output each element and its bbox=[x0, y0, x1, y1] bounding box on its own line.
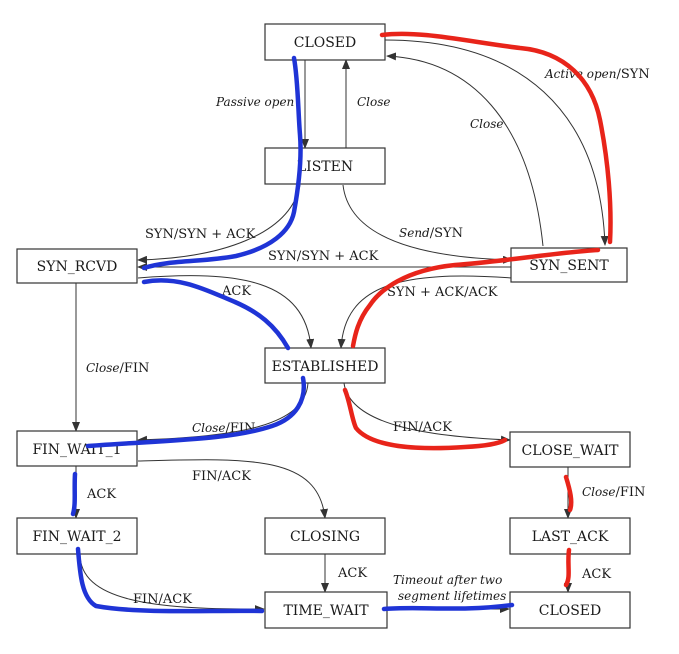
label-ack-synrcvd: ACK bbox=[221, 284, 251, 299]
edge-listen-to-synsent bbox=[342, 184, 513, 264]
edge-finwait1-to-closing bbox=[137, 459, 328, 519]
blue-stroke-finwait2-to-timewait bbox=[75, 546, 265, 614]
label-syn-synack-synsent: SYN/SYN + ACK bbox=[268, 249, 379, 264]
red-stroke-lastack-to-closed bbox=[563, 547, 572, 588]
label-close-synsent: Close bbox=[470, 117, 504, 131]
state-time-wait: TIME_WAIT bbox=[264, 591, 388, 629]
edge-closed-to-synsent bbox=[384, 39, 609, 246]
client-path-highlight bbox=[70, 55, 515, 614]
state-boxes: CLOSED LISTEN SYN_RCVD SYN_SENT ESTABLIS… bbox=[16, 23, 631, 629]
blue-stroke-established-to-finwait1 bbox=[85, 375, 307, 449]
state-listen-label: LISTEN bbox=[297, 159, 353, 175]
label-close-fin-est-em: Close bbox=[192, 421, 226, 435]
label-close-fin-synrcvd-em: Close bbox=[86, 361, 120, 375]
server-path-highlight bbox=[342, 31, 613, 588]
state-close-wait-label: CLOSE_WAIT bbox=[522, 443, 620, 459]
red-stroke-closed-to-synsent bbox=[379, 31, 613, 245]
label-syn-synack-listen: SYN/SYN + ACK bbox=[145, 227, 256, 242]
label-passive-open: Passive open bbox=[215, 95, 294, 109]
state-closed-top-label: CLOSED bbox=[294, 35, 357, 51]
label-fin-ack-finwait1: FIN/ACK bbox=[192, 469, 251, 484]
label-timeout-line2: segment lifetimes bbox=[398, 589, 506, 603]
label-fin-ack-finwait2: FIN/ACK bbox=[133, 592, 192, 607]
label-close-fin-synrcvd-rest: /FIN bbox=[120, 361, 150, 376]
label-ack-lastack: ACK bbox=[581, 567, 611, 582]
label-ack-finwait1: ACK bbox=[86, 487, 116, 502]
label-ack-closing: ACK bbox=[337, 566, 367, 581]
state-close-wait: CLOSE_WAIT bbox=[509, 431, 631, 468]
state-fin-wait-1: FIN_WAIT_1 bbox=[16, 430, 138, 467]
label-timeout-line1: Timeout after two bbox=[393, 573, 502, 587]
edge-synsent-to-closed bbox=[386, 52, 544, 247]
state-closed-bottom: CLOSED bbox=[509, 591, 631, 629]
state-time-wait-label: TIME_WAIT bbox=[283, 603, 369, 619]
label-close-fin-synrcvd: Close/FIN bbox=[86, 361, 149, 376]
state-closed-top: CLOSED bbox=[264, 23, 386, 61]
state-syn-sent-label: SYN_SENT bbox=[529, 258, 609, 274]
label-send-syn: Send/SYN bbox=[399, 226, 463, 241]
label-close-fin-closewait: Close/FIN bbox=[582, 485, 645, 500]
label-close-listen: Close bbox=[357, 95, 391, 109]
state-syn-rcvd: SYN_RCVD bbox=[16, 248, 138, 284]
state-closed-bottom-label: CLOSED bbox=[539, 603, 602, 619]
label-close-fin-closewait-rest: /FIN bbox=[616, 485, 646, 500]
edge-labels: Passive open Close Close Active open/SYN… bbox=[86, 67, 650, 607]
blue-stroke-closed-to-synrcvd bbox=[141, 55, 303, 271]
label-active-open: Active open/SYN bbox=[544, 67, 650, 82]
state-closing-label: CLOSING bbox=[290, 529, 360, 545]
red-stroke-synsent-to-established bbox=[350, 247, 601, 349]
label-send-em: Send bbox=[399, 226, 430, 240]
red-stroke-closewait-to-lastack bbox=[563, 474, 574, 513]
label-fin-ack-est: FIN/ACK bbox=[393, 420, 452, 435]
blue-stroke-synrcvd-to-established bbox=[141, 278, 291, 351]
state-closing: CLOSING bbox=[264, 517, 386, 555]
label-close-fin-closewait-em: Close bbox=[582, 485, 616, 499]
state-established-label: ESTABLISHED bbox=[272, 359, 379, 375]
state-listen: LISTEN bbox=[264, 147, 386, 185]
label-active-open-rest: /SYN bbox=[616, 67, 649, 82]
state-syn-rcvd-label: SYN_RCVD bbox=[37, 259, 118, 275]
label-synack-ack: SYN + ACK/ACK bbox=[387, 285, 498, 300]
state-established: ESTABLISHED bbox=[264, 347, 386, 384]
edge-synrcvd-to-established bbox=[137, 275, 315, 349]
red-stroke-established-to-closewait bbox=[342, 387, 508, 451]
blue-stroke-finwait1-to-finwait2 bbox=[70, 471, 78, 517]
blue-stroke-timewait-to-closed bbox=[381, 602, 515, 612]
state-fin-wait-2-label: FIN_WAIT_2 bbox=[32, 529, 121, 545]
state-last-ack-label: LAST_ACK bbox=[532, 529, 609, 545]
label-send-rest: /SYN bbox=[430, 226, 463, 241]
